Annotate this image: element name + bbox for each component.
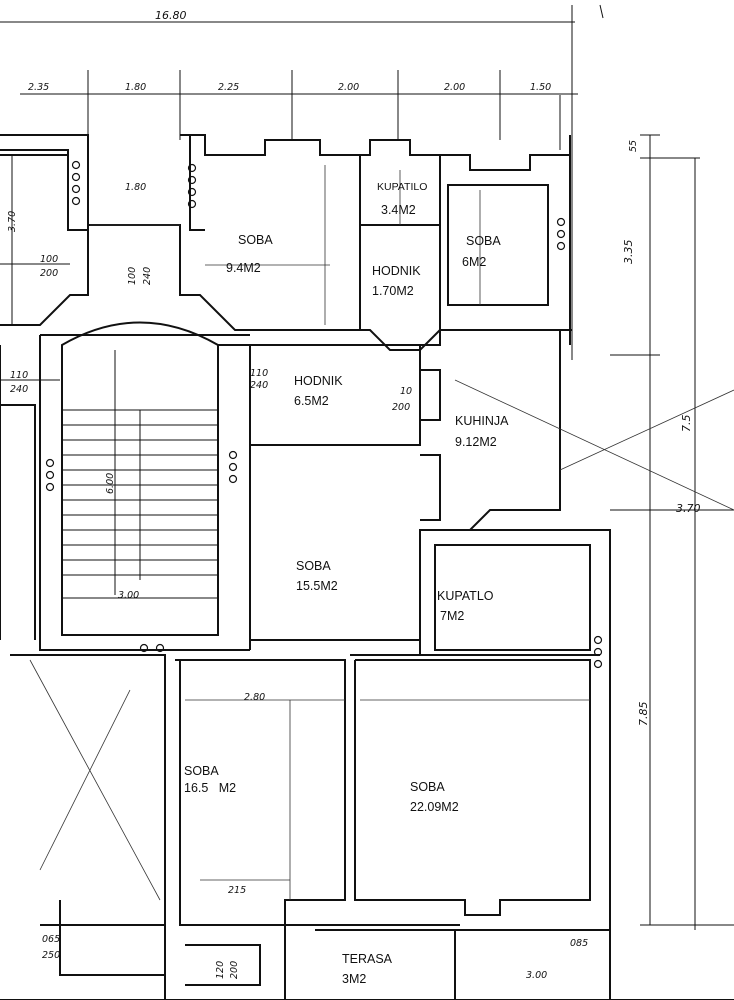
left-dimension-lines [0,155,70,381]
room-name: KUPATILO [377,181,427,193]
room-area: 3M2 [342,972,366,986]
room-name: SOBA [466,234,501,248]
dim-top-4: 2.00 [338,82,359,93]
dim-10: 10 [400,386,412,397]
dim-right-370: 3.70 [676,502,701,515]
right-dimension-lines [610,134,734,930]
room-soba-5: SOBA 22.09M2 [410,780,459,814]
thin-lines [29,165,734,901]
room-area: 15.5M2 [296,579,338,593]
dim-top-2: 1.80 [125,82,146,93]
room-name: SOBA [238,233,273,247]
dim-215: 215 [228,885,246,896]
dim-110: 110 [250,368,268,379]
dim-top-6: 1.50 [530,82,551,93]
room-name: SOBA [296,559,331,573]
dim-right-335: 3.35 [622,240,635,265]
dim-120: 120 [215,961,226,979]
room-name: HODNIK [294,374,343,388]
dim-corr-240: 240 [142,267,153,285]
room-area: 9.12M2 [455,435,497,449]
dim-total-width: 16.80 [155,9,187,22]
dim-200: 200 [392,402,410,413]
room-name: SOBA [410,780,445,794]
dim-left-100: 100 [40,254,58,265]
dim-300b: 3.00 [526,970,547,981]
dim-corr-180: 1.80 [125,182,146,193]
room-area: 3.4M2 [381,203,416,217]
dim-250: 250 [42,950,60,961]
dim-200b: 200 [229,961,240,979]
room-kuhinja: KUHINJA 9.12M2 [455,414,509,449]
room-name: TERASA [342,952,393,966]
room-area: 16.5 M2 [184,781,236,795]
walls [0,134,734,1000]
dim-stair-width: 3.00 [118,590,139,601]
dim-right-75: 7.5 [680,415,693,433]
dim-065: 065 [42,934,60,945]
room-kupatilo-2: KUPATLO 7M2 [437,589,494,623]
dim-right-55: 55 [628,140,639,152]
top-dimension-lines [0,4,604,360]
room-terasa: TERASA 3M2 [342,952,393,986]
room-soba-1: SOBA 9.4M2 [226,233,273,275]
room-kupatilo-1: KUPATILO 3.4M2 [377,181,427,217]
room-name: KUHINJA [455,414,509,428]
room-area: 1.70M2 [372,284,414,298]
dim-280: 2.80 [244,692,265,703]
room-name: KUPATLO [437,589,494,603]
dim-corr-100: 100 [127,267,138,285]
room-area: 22.09M2 [410,800,459,814]
room-soba-4: SOBA 16.5 M2 [184,764,236,795]
dim-top-5: 2.00 [444,82,465,93]
dim-left-370: 3.70 [7,211,18,232]
dim-right-785: 7.85 [637,702,650,727]
dim-left-200: 200 [40,268,58,279]
room-hodnik-2: HODNIK 6.5M2 [294,374,343,408]
stair-treads [62,350,218,599]
room-soba-2: SOBA 6M2 [462,234,501,269]
dim-top-3: 2.25 [218,82,239,93]
room-area: 9.4M2 [226,261,261,275]
room-area: 7M2 [440,609,464,623]
room-name: SOBA [184,764,219,778]
dim-stair-height: 6.00 [105,473,116,494]
vent-circles [45,160,603,669]
room-area: 6.5M2 [294,394,329,408]
room-area: 6M2 [462,255,486,269]
dim-left-110: 110 [10,370,28,381]
room-hodnik-1: HODNIK 1.70M2 [372,264,421,298]
dim-left-240: 240 [10,384,28,395]
dim-top-1: 2.35 [28,82,49,93]
dim-240b: 240 [250,380,268,391]
dim-085: 085 [570,938,588,949]
room-soba-3: SOBA 15.5M2 [296,559,338,593]
room-name: HODNIK [372,264,421,278]
